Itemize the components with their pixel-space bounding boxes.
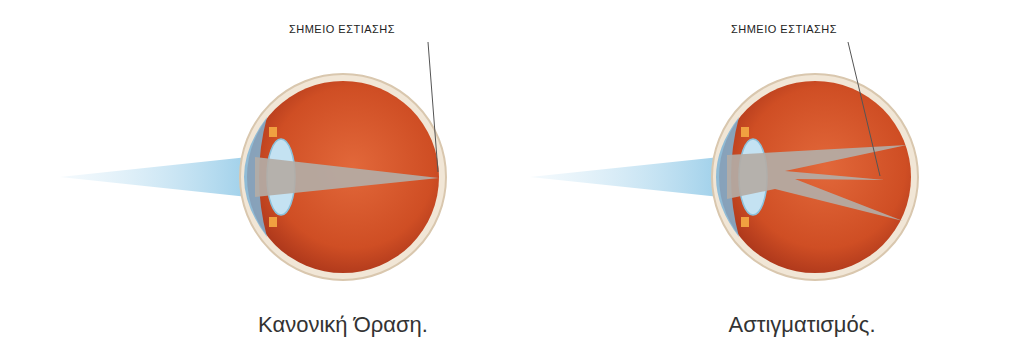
normal-eye	[60, 74, 446, 280]
leader-line	[848, 42, 880, 176]
leader-line	[428, 42, 438, 172]
caption-text: Αστιγματισμός.	[728, 312, 875, 338]
focus-label: ΣΗΜΕΙΟ ΕΣΤΙΑΣΗΣ	[289, 23, 395, 35]
focus-label: ΣΗΜΕΙΟ ΕΣΤΙΑΣΗΣ	[731, 23, 837, 35]
caption-text: Κανονική Όραση.	[258, 312, 428, 338]
astigmatic-eye	[530, 74, 918, 280]
